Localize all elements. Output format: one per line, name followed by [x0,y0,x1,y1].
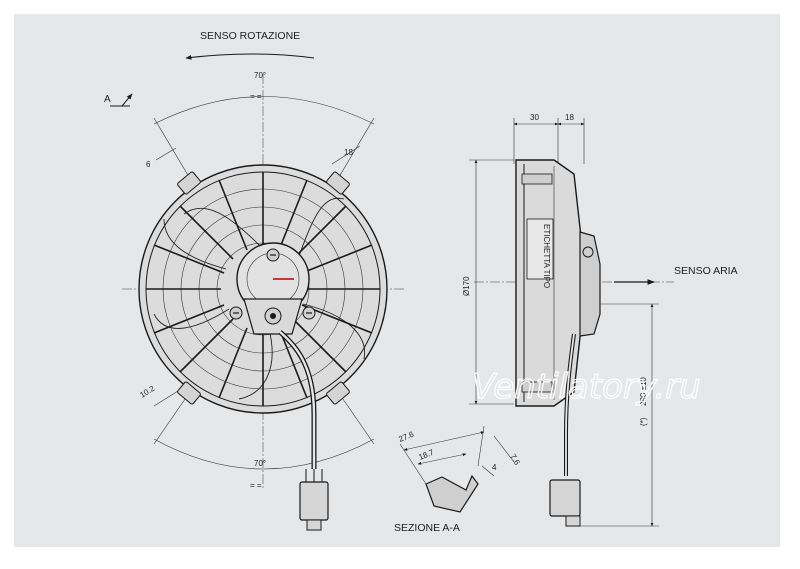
label-area-text: ETICHETTA TIPO [542,224,551,288]
sec-ext-1 [399,443,427,485]
section-title: SEZIONE A-A [394,522,460,534]
side-view: 30 18 Ø170 ETICHETTA TIPO SENSO ARIA 290… [462,113,738,527]
section-profile [425,474,479,513]
dim-cable-length: 290 ±10 [639,377,648,406]
sec-dim-mid [417,453,467,465]
airflow-label: SENSO ARIA [674,265,738,277]
section-marker-arrow [121,93,133,107]
sec-dim-tab-leader [481,465,495,477]
angle-arc-top [153,96,375,125]
technical-drawing: SENSO ROTAZIONE 70° = = 70° = = A A 6 18… [104,30,738,534]
side-connector [549,479,581,517]
angle-leader-right-top [335,117,375,183]
dim-diameter: Ø170 [462,276,471,296]
rotation-label: SENSO ROTAZIONE [200,30,300,42]
dim-depth-body: 30 [530,113,539,122]
label-area [526,218,554,280]
front-view: SENSO ROTAZIONE 70° = = 70° = = A A 6 18… [104,30,406,531]
screw-slots [233,254,312,314]
fan-blades [153,197,366,400]
drawing-sheet: SENSO ROTAZIONE 70° = = 70° = = A A 6 18… [14,14,780,547]
side-tab-top [521,173,553,185]
side-connector-latch [565,515,581,527]
guard-spokes [146,172,380,406]
rotation-arrow [185,53,315,60]
eq-mark-bottom: = = [250,481,262,490]
angle-bottom-label: 70° [254,459,266,468]
section-view: 27.6 18.7 7.6 4 SEZIONE A-A [394,425,522,534]
dim-hole-spacing: 10.2 [138,384,156,400]
dim-slot-width: 6 [146,160,151,169]
dim-slot-leader [155,147,177,161]
angle-arc-bottom [153,438,375,470]
dim-depth-motor: 18 [565,113,574,122]
watermark: Ventilatory.ru [472,367,701,407]
sec-tab-label: 4 [492,463,497,472]
side-tab-bottom [521,381,553,393]
sec-dim-small-leader [493,435,515,463]
connector-hole [270,313,276,319]
sec-small-label: 7.6 [508,453,522,468]
sec-dim-total [403,431,485,451]
angle-top-label: 70° [254,71,266,80]
connector-latch [306,519,322,531]
sec-total-label: 27.6 [397,429,415,443]
cable-connector [299,481,329,521]
eq-mark-top: = = [250,92,262,101]
side-motor [579,231,601,337]
dim-slot-right-leader [331,145,361,165]
dim-cable-note: (*) [639,417,648,426]
side-motor-screw [582,246,594,258]
section-marker-a: A [104,94,111,105]
side-cable-inner [565,333,575,476]
mounting-tabs [177,171,350,405]
cable-inner [279,331,316,469]
dim-slot-right: 18 [344,148,353,157]
sec-mid-label: 18.7 [417,447,435,461]
